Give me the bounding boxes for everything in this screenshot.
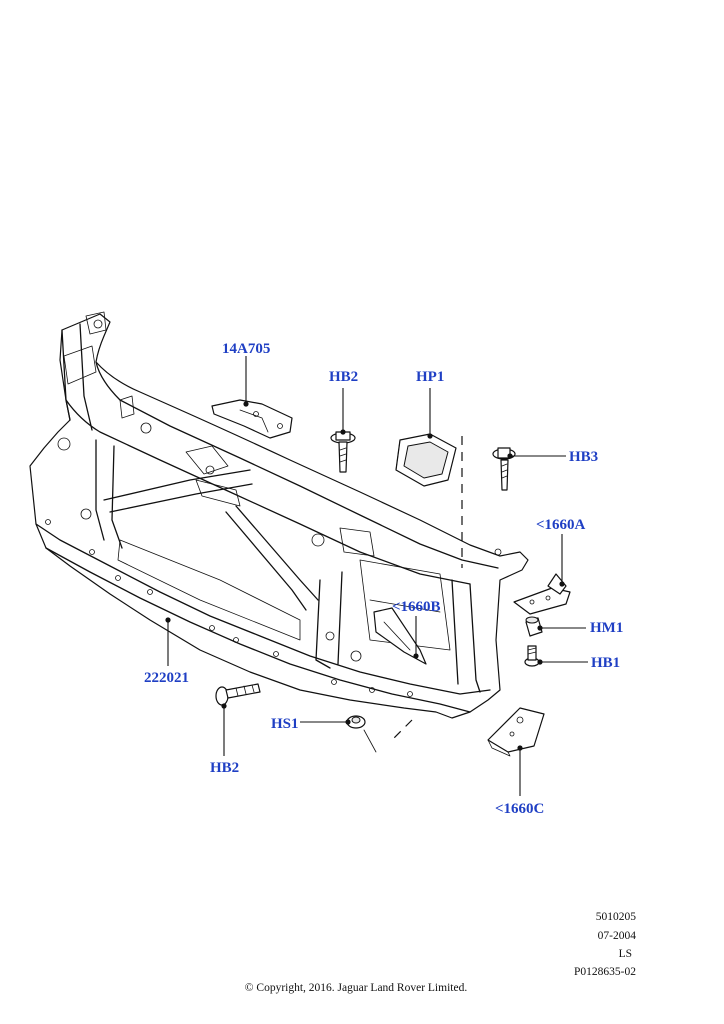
label-HB3[interactable]: HB3 (569, 449, 598, 465)
part-labels: 14A705 HB2 HP1 HB3 <1660A <1660B HM1 HB1… (144, 341, 623, 817)
bracket-1660C[interactable] (487, 707, 545, 757)
plug-HP1[interactable] (395, 433, 457, 487)
assembly-guide-lines (391, 436, 463, 741)
label-HP1[interactable]: HP1 (416, 369, 444, 385)
leader-lines (165, 356, 588, 796)
label-1660C[interactable]: <1660C (495, 801, 544, 817)
bolt-HB2-bottom[interactable] (215, 683, 261, 706)
bracket-1660A[interactable] (513, 573, 571, 615)
plate-1660B[interactable] (373, 607, 427, 665)
label-HB2-bottom[interactable]: HB2 (210, 760, 239, 776)
front-end-carrier-frame (29, 311, 529, 719)
diagram-date: 07-2004 (597, 930, 636, 942)
screw-HB1[interactable] (524, 645, 540, 667)
label-HS1[interactable]: HS1 (271, 716, 299, 732)
label-1660A[interactable]: <1660A (536, 517, 586, 533)
label-HB1[interactable]: HB1 (591, 655, 620, 671)
label-1660B[interactable]: <1660B (392, 599, 441, 615)
label-HM1[interactable]: HM1 (590, 620, 623, 636)
diagram-part-number: P0128635-02 (574, 966, 636, 978)
mounting-holes (45, 422, 502, 697)
diagram-code: 5010205 (595, 911, 636, 923)
label-222021[interactable]: 222021 (144, 670, 189, 686)
grommet-HS1[interactable] (346, 715, 377, 753)
bracket-14A705[interactable] (211, 399, 293, 439)
label-14A705[interactable]: 14A705 (222, 341, 270, 357)
bolt-HB2-top[interactable] (330, 431, 356, 473)
diagram-region: LS (618, 948, 632, 960)
bolt-HB3[interactable] (492, 447, 516, 491)
label-HB2-top[interactable]: HB2 (329, 369, 358, 385)
copyright-footer: © Copyright, 2016. Jaguar Land Rover Lim… (244, 982, 468, 994)
nut-HM1[interactable] (525, 616, 543, 637)
